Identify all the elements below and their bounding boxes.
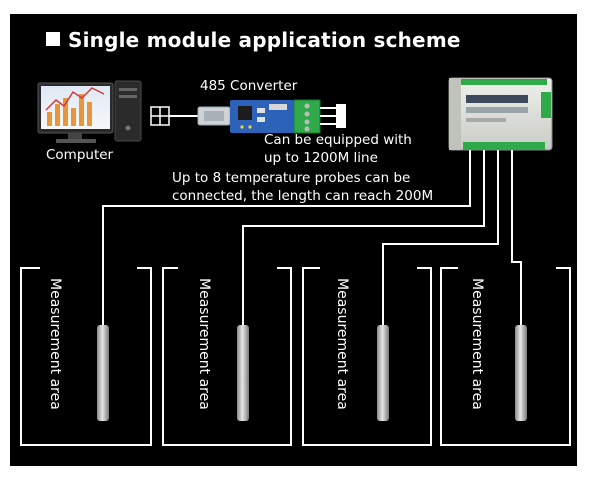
usb-port-icon [150, 106, 170, 126]
line-length-note-2: up to 1200M line [264, 150, 378, 166]
module-icon [448, 77, 553, 151]
diagram-title: Single module application scheme [46, 28, 461, 52]
probe-wires [102, 150, 522, 330]
converter-label: 485 Converter [200, 78, 298, 94]
probe-icon [97, 325, 527, 421]
line-length-note-1: Can be equipped with [264, 132, 412, 148]
measurement-area-label-4: Measurement area [469, 278, 485, 410]
probe-note-1: Up to 8 temperature probes can be [172, 170, 411, 186]
converter-icon [197, 99, 321, 134]
probe-note-2: connected, the length can reach 200M [172, 188, 434, 204]
title-bullet-icon [46, 32, 60, 46]
computer-label: Computer [46, 147, 114, 163]
measurement-area-label-2: Measurement area [196, 278, 212, 410]
measurement-area-label-1: Measurement area [47, 278, 63, 410]
computer-icon [37, 80, 142, 143]
measurement-area-label-3: Measurement area [334, 278, 350, 410]
measurement-area-brackets [20, 267, 571, 446]
